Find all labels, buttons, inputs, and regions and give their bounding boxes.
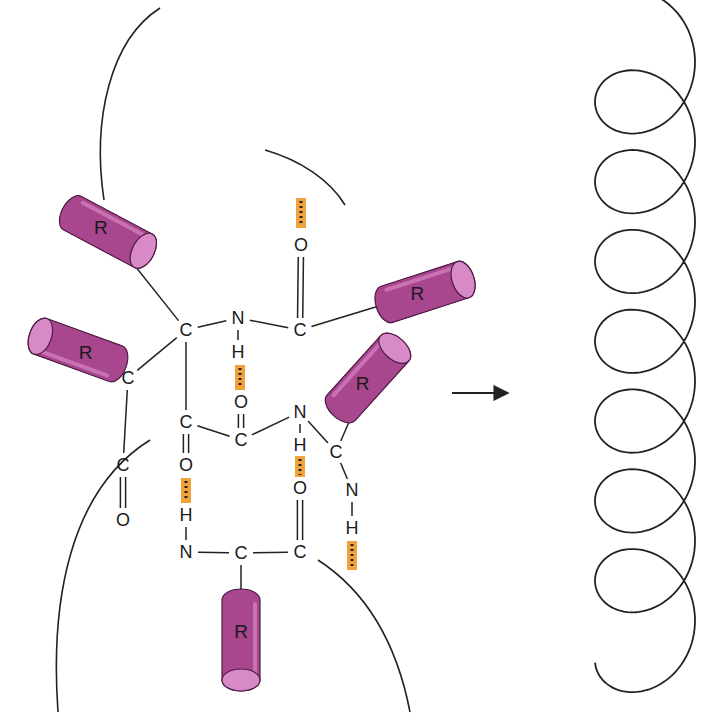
bond-line [243,414,245,428]
bond-line [253,551,288,553]
bond-line [137,338,177,371]
hbond-box [295,456,305,477]
atom-symbol: O [294,236,308,254]
bond-line [198,321,227,328]
bond-line [198,551,229,553]
cylinder-shape [53,190,164,274]
atom-symbol: C [330,443,343,461]
bond-line [197,426,229,437]
atom-symbol: O [179,456,193,474]
bond-line [237,330,239,340]
bond-line [297,257,299,318]
hbond-box [235,365,245,390]
hbond-box [181,478,191,503]
atom-symbol: C [294,543,307,561]
bond-line [185,342,187,410]
atom-symbol: C [294,321,307,339]
covalent-bonds [78,232,425,640]
helix-coil [595,0,695,692]
side-chain-label: R [94,217,108,239]
atom-symbol: H [180,506,193,524]
bond-line [238,414,240,428]
bond-line [302,257,304,318]
hbond-dots [351,544,354,568]
bond-line [183,434,185,453]
atom-symbol: O [234,393,248,411]
bond-line [250,320,288,327]
side-chain-cylinder: R [22,313,133,386]
bond-line [297,500,299,540]
side-chain-cylinder: R [318,326,417,430]
bond-line [299,424,301,433]
bond-line [188,434,190,453]
hbond-dots [185,481,188,501]
atom-symbol: H [232,343,245,361]
side-chain-cylinder: R [369,257,480,327]
hbond-dots [300,201,303,226]
atom-symbol: H [346,519,359,537]
atom-symbol: N [180,543,193,561]
bond-line [351,502,353,516]
hbond-dots [299,459,302,475]
atom-symbol: C [117,456,130,474]
bond-line [120,477,122,508]
side-chain-label: R [411,283,425,305]
bond-line [125,477,127,508]
bond-line [302,500,304,540]
side-chain-label: R [234,621,248,643]
atom-symbol: C [180,321,193,339]
bond-line [185,527,187,540]
side-chain-cylinder: R [53,190,164,274]
cylinder-shape [22,313,133,386]
atom-symbol: N [294,403,307,421]
atom-symbol: C [235,431,248,449]
side-chain-cylinder: R [221,588,261,692]
atom-symbol: O [293,479,307,497]
atom-symbol: C [180,413,193,431]
bond-line [252,417,289,435]
atom-symbol: O [116,511,130,529]
arrow [452,392,508,394]
bond-line [308,421,328,443]
atom-symbol: C [235,544,248,562]
cylinder-shape [369,257,480,327]
bond-line [124,390,128,453]
side-chain-label: R [356,373,370,395]
bond-line [341,463,348,479]
hbond-box [347,541,357,570]
side-chain-label: R [79,342,93,364]
hydrogen-bonds [181,198,357,570]
hbond-dots [239,368,242,388]
atom-symbol: N [232,309,245,327]
hbond-box [296,198,306,228]
atom-symbol: H [294,436,307,454]
atom-symbol: N [346,481,359,499]
